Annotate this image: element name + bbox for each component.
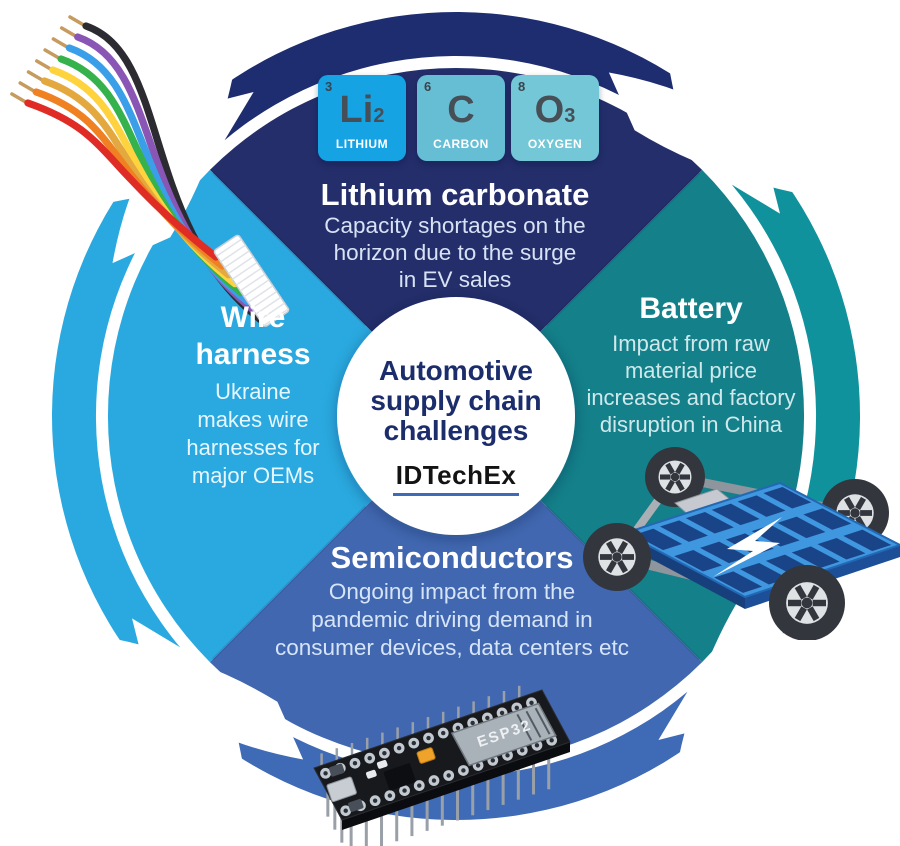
battery-title: Battery [639, 292, 743, 325]
element-tile-oxygen: 8 O3 OXYGEN [511, 75, 599, 161]
battery-pack [622, 481, 900, 609]
wire-connector [213, 234, 290, 327]
colored-wires [24, 22, 264, 323]
element-name: OXYGEN [527, 137, 583, 151]
ev-battery-chassis-illustration [583, 447, 900, 640]
element-symbol: O3 [534, 89, 576, 131]
element-name: CARBON [433, 137, 489, 151]
idtechex-logo: IDTechEx [392, 460, 520, 496]
element-symbol: Li2 [339, 89, 385, 131]
quadrant-semiconductors [209, 416, 703, 765]
wire-harness-description: Ukraine makes wire harnesses for major O… [186, 379, 320, 488]
bare-copper-tips [10, 15, 90, 107]
element-name: LITHIUM [335, 137, 389, 151]
atomic-number: 8 [518, 79, 526, 94]
wire-harness-title: Wire harness [195, 301, 311, 371]
element-tile-lithium: 3 Li2 LITHIUM [318, 75, 406, 161]
center-circle [337, 297, 575, 535]
atomic-number: 3 [325, 79, 333, 94]
wire-harness-illustration [10, 15, 290, 327]
center-panel: Automotive supply chain challenges IDTec… [336, 356, 576, 496]
white-rotation-arrows [81, 41, 831, 791]
ring-arrow-lithium-carbonate [196, 11, 683, 141]
semiconductors-description: Ongoing impact from the pandemic driving… [275, 579, 629, 660]
element-symbol: C [447, 89, 475, 131]
semiconductors-title: Semiconductors [330, 540, 574, 575]
front-wheels [583, 523, 845, 640]
pcb-board [313, 689, 571, 830]
infographic-title: Automotive supply chain challenges [370, 355, 542, 446]
lithium-carbonate-title: Lithium carbonate [320, 177, 590, 212]
quadrant-wire-harness [107, 169, 456, 663]
atomic-number: 6 [424, 79, 432, 94]
esp32-board-illustration: ESP32 [313, 685, 571, 846]
ring-arrow-wire-harness [51, 189, 181, 676]
lithium-carbonate-description: Capacity shortages on the horizon due to… [324, 213, 586, 292]
battery-description: Impact from raw material price increases… [586, 331, 796, 437]
element-tile-carbon: 6 C CARBON [417, 75, 505, 161]
